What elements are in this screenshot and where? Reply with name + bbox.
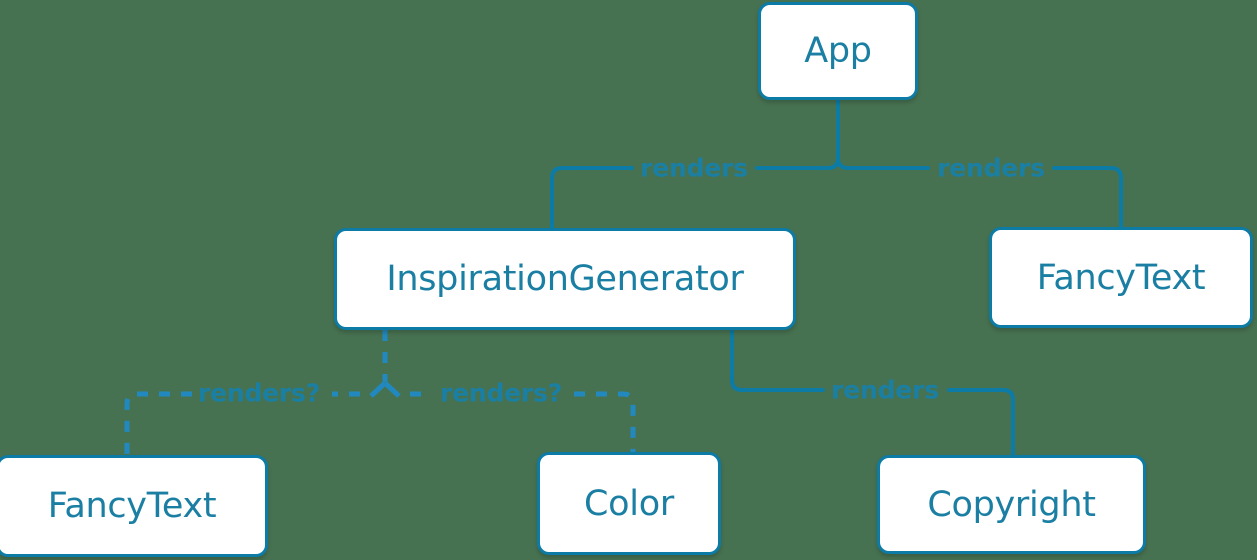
edge-inspirationgenerator-to-copyright [730, 328, 1015, 457]
node-inspirationgenerator[interactable]: InspirationGenerator [334, 228, 796, 330]
edge-inspirationgenerator-to-fancytext-bottom [124, 391, 360, 455]
edge-app-to-inspirationgenerator [550, 166, 830, 230]
node-fancytext-right[interactable]: FancyText [989, 227, 1253, 328]
node-inspirationgenerator-label: InspirationGenerator [386, 259, 744, 299]
node-copyright[interactable]: Copyright [877, 455, 1146, 554]
edge-app-to-fancytext-right [846, 166, 1123, 229]
edge-app-stem-left [826, 156, 840, 170]
node-fancytext-right-label: FancyText [1036, 257, 1206, 298]
edge-label-app-to-inspirationgenerator: renders [640, 153, 748, 183]
node-app-label: App [804, 31, 872, 71]
edge-label-inspirationgenerator-to-fancytext-bottom: renders? [197, 378, 321, 408]
node-fancytext-bottom[interactable]: FancyText [0, 455, 268, 557]
node-copyright-label: Copyright [927, 484, 1096, 525]
edge-label-app-to-fancytext-right: renders [937, 153, 1045, 183]
node-app[interactable]: App [758, 2, 918, 100]
edge-inspirationgenerator-to-color [410, 391, 636, 452]
edge-label-inspirationgenerator-to-copyright: renders [831, 375, 939, 405]
edge-label-inspirationgenerator-to-color: renders? [439, 378, 563, 408]
node-fancytext-bottom-label: FancyText [47, 486, 217, 526]
node-color[interactable]: Color [537, 452, 721, 555]
edge-dashed-split-left [369, 381, 387, 398]
edge-dashed-split-right [383, 381, 401, 398]
node-color-label: Color [584, 483, 674, 524]
